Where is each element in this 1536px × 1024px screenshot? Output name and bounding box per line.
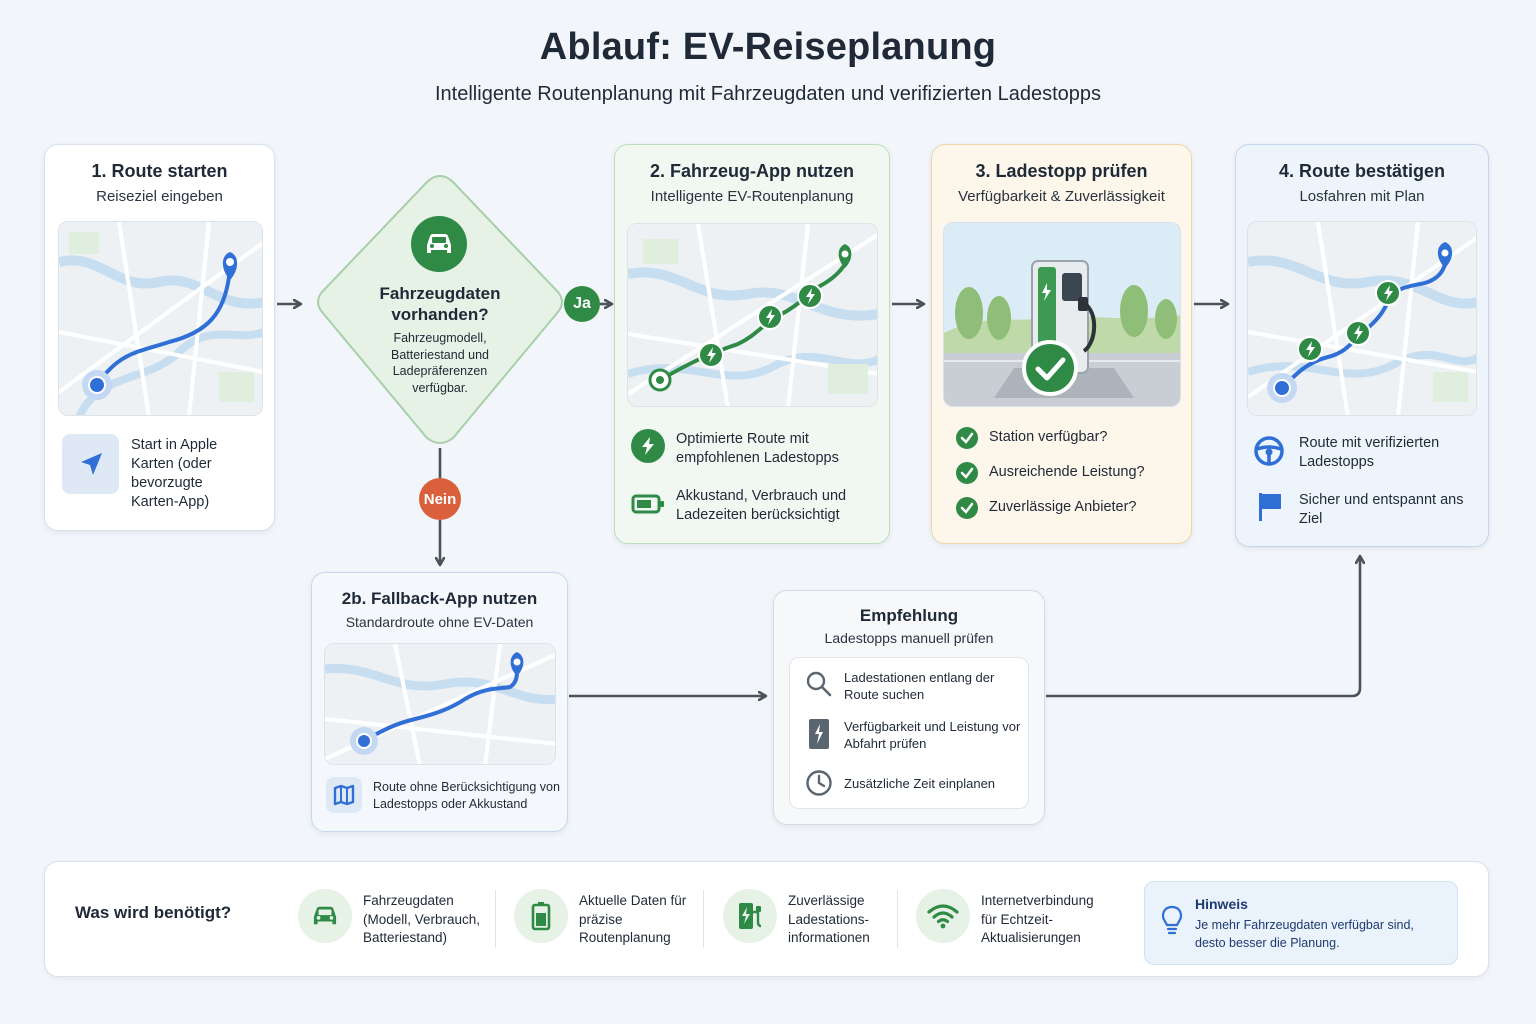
fallback-card: 2b. Fallback-App nutzen Standardroute oh…	[311, 572, 568, 832]
car-icon	[411, 216, 467, 272]
search-icon	[805, 670, 833, 703]
step4-map	[1247, 221, 1477, 416]
step2-item-2: Akkustand, Verbrauch und Ladezeiten berü…	[676, 488, 847, 523]
hint-title: Hinweis	[1195, 896, 1248, 912]
charger-icon	[808, 718, 830, 755]
hint-box	[1144, 881, 1458, 965]
step3-title: 3. Ladestopp prüfen	[975, 161, 1148, 181]
check-icon	[956, 462, 978, 484]
recommendation-subtitle: Ladestopps manuell prüfen	[824, 630, 994, 646]
page-subtitle: Intelligente Routenplanung mit Fahrzeugd…	[435, 83, 1101, 105]
step1-title: 1. Route starten	[91, 161, 228, 181]
step4-title: 4. Route bestätigen	[1278, 161, 1446, 181]
fallback-title: 2b. Fallback-App nutzen	[341, 589, 538, 608]
requirement-3: Zuverlässige Ladestations-informationen	[788, 893, 870, 945]
decision-body: Fahrzeugmodell, Batteriestand und Ladepr…	[391, 331, 489, 395]
step4-card: 4. Route bestätigen Losfahren mit Plan	[1235, 144, 1489, 547]
bolt-icon	[631, 429, 665, 463]
step4-item-2: Sicher und entspannt ans Ziel	[1299, 492, 1464, 527]
recommendation-list: Ladestationen entlang der Route suchen V…	[789, 657, 1029, 809]
battery-icon	[631, 493, 665, 520]
recommendation-item-3: Zusätzliche Zeit einplanen	[844, 776, 996, 791]
car-icon	[298, 889, 352, 943]
yes-badge: Ja	[564, 286, 600, 322]
step4-subtitle: Losfahren mit Plan	[1299, 188, 1425, 205]
decision-title: Fahrzeugdaten vorhanden?	[379, 284, 501, 324]
step4-item-1: Route mit verifizierten Ladestopps	[1299, 435, 1440, 470]
navigation-arrow-icon	[62, 434, 119, 494]
step1-map	[58, 221, 263, 416]
step2-title: 2. Fahrzeug-App nutzen	[650, 161, 854, 181]
divider	[897, 890, 898, 948]
divider	[495, 890, 496, 948]
step1-subtitle: Reiseziel eingeben	[96, 188, 223, 205]
map-icon	[326, 777, 362, 813]
step1-card: 1. Route starten Reiseziel eingeben Star…	[44, 144, 275, 531]
step2-subtitle: Intelligente EV-Routenplanung	[650, 188, 854, 205]
battery-icon	[514, 889, 568, 943]
fallback-note: Route ohne Berücksichtigung von Ladestop…	[373, 780, 560, 811]
step2-card: 2. Fahrzeug-App nutzen Intelligente EV-R…	[614, 144, 890, 544]
charger-icon	[723, 889, 777, 943]
decision-diamond	[317, 174, 563, 444]
requirement-2: Aktuelle Daten für präzise Routenplanung	[579, 893, 687, 945]
requirements-heading: Was wird benötigt?	[75, 903, 232, 922]
recommendation-title: Empfehlung	[859, 606, 959, 625]
page-title: Ablauf: EV-Reiseplanung	[539, 26, 997, 68]
step3-check-2: Ausreichende Leistung?	[989, 464, 1145, 480]
step2-map	[627, 223, 878, 407]
charging-station-illustration	[943, 222, 1181, 407]
step3-check-3: Zuverlässige Anbieter?	[989, 499, 1137, 515]
lightbulb-icon	[1160, 905, 1184, 942]
wifi-icon	[916, 889, 970, 943]
step3-subtitle: Verfügbarkeit & Zuverlässigkeit	[958, 188, 1165, 205]
check-icon	[956, 497, 978, 519]
step2-item-1: Optimierte Route mit empfohlenen Ladesto…	[676, 431, 839, 466]
step3-card: 3. Ladestopp prüfen Verfügbarkeit & Zuve…	[931, 144, 1192, 544]
clock-icon	[805, 769, 833, 802]
divider	[703, 890, 704, 948]
fallback-map	[324, 643, 556, 765]
step3-check-1: Station verfügbar?	[989, 429, 1108, 445]
hint-text: Je mehr Fahrzeugdaten verfügbar sind, de…	[1195, 918, 1414, 950]
requirement-4: Internetverbindung für Echtzeit-Aktualis…	[981, 893, 1094, 945]
recommendation-item-2: Verfügbarkeit und Leistung vor Abfahrt p…	[844, 719, 1021, 751]
check-icon	[956, 427, 978, 449]
requirement-1: Fahrzeugdaten (Modell, Verbrauch, Batter…	[363, 893, 481, 945]
flag-icon	[1257, 491, 1283, 528]
fallback-subtitle: Standardroute ohne EV-Daten	[345, 614, 534, 630]
step1-note: Start in Apple Karten (oder bevorzugte K…	[131, 437, 218, 510]
steering-wheel-icon	[1253, 435, 1285, 472]
no-badge: Nein	[419, 478, 461, 520]
recommendation-item-1: Ladestationen entlang der Route suchen	[844, 670, 995, 702]
